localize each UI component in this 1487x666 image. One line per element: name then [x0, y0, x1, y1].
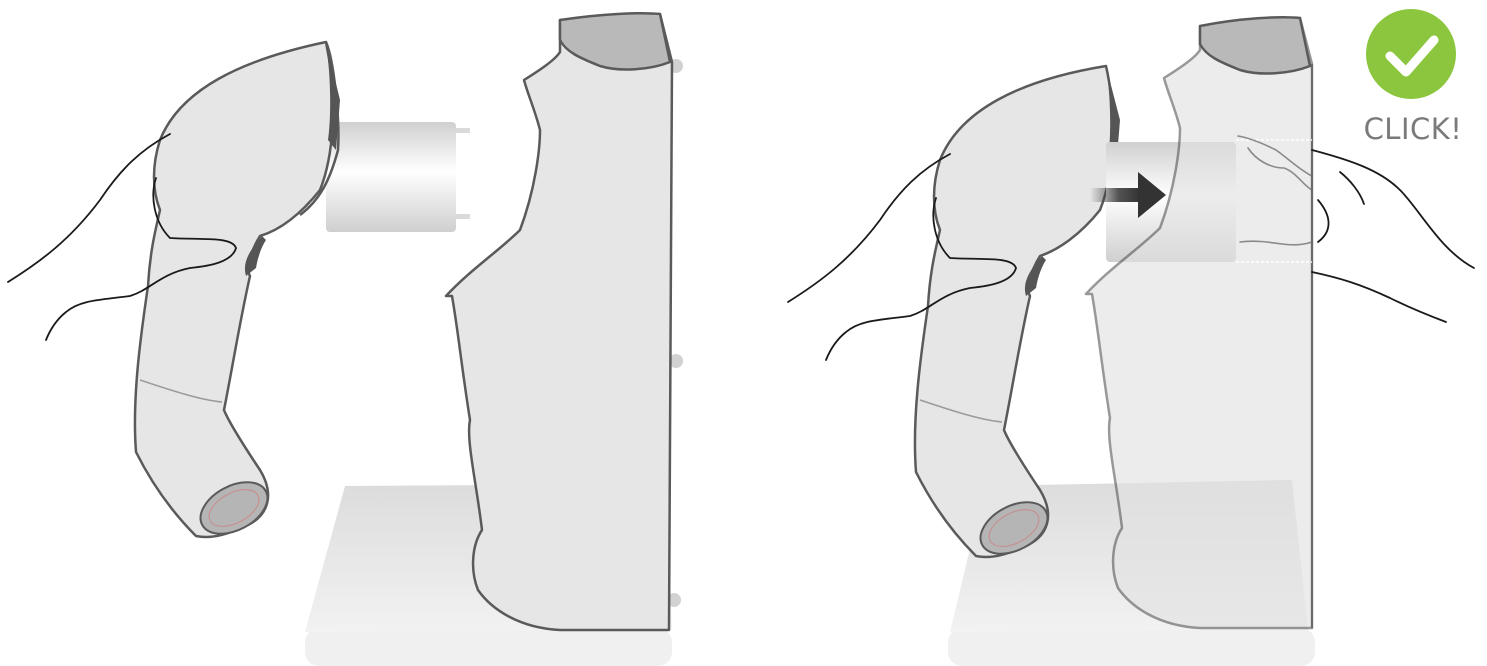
hand-outline [7, 133, 237, 341]
peg-dot [669, 354, 683, 368]
hand-outline [1237, 135, 1475, 323]
checkmark-icon [1366, 9, 1456, 99]
device-nozzle [979, 501, 1049, 555]
success-badge: CLICK! [1364, 9, 1463, 146]
click-label: CLICK! [1364, 112, 1463, 146]
step-after-panel: CLICK! [787, 9, 1475, 666]
mold-top-cap [1198, 16, 1312, 75]
body-mold [1084, 16, 1314, 630]
device-nozzle [199, 481, 269, 535]
peg-dot [667, 593, 681, 607]
insert-arrow-icon [1090, 172, 1166, 218]
handheld-device [133, 40, 340, 539]
body-mold [444, 12, 674, 632]
step-before-panel [7, 12, 683, 666]
hand-outline [787, 153, 1017, 361]
handheld-device [913, 64, 1120, 559]
connector-cylinder [326, 122, 470, 232]
hidden-edges [1236, 139, 1312, 263]
